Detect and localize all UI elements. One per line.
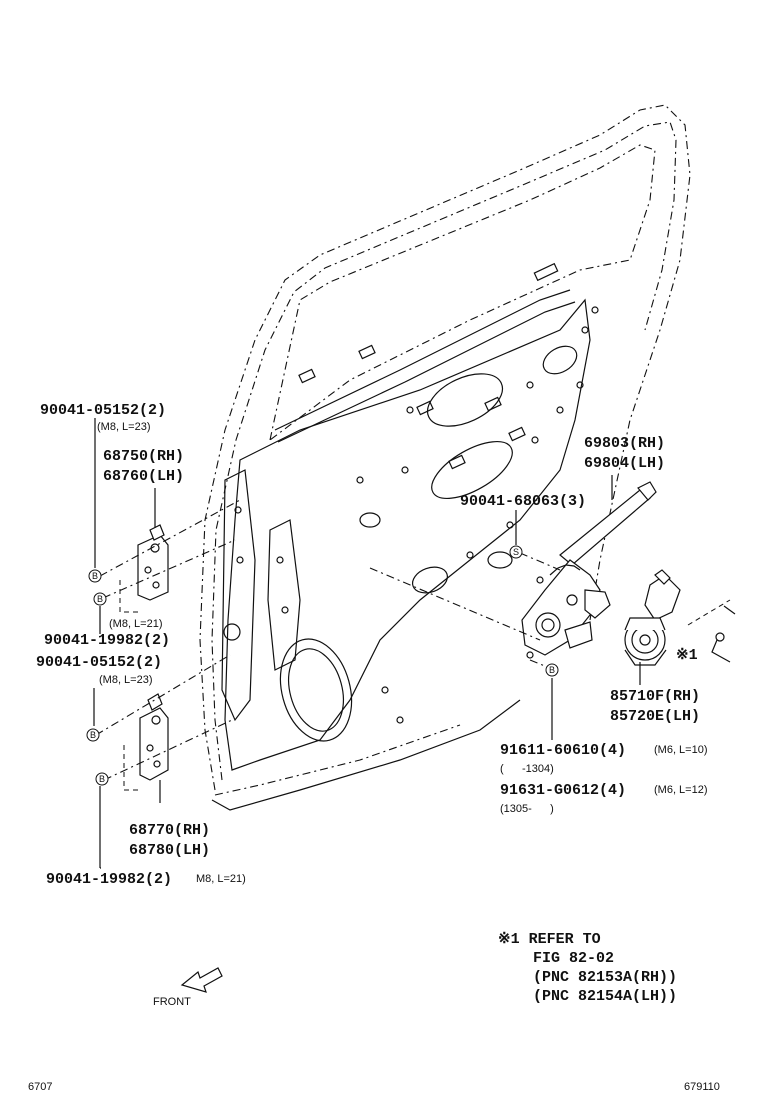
label-motor-rh: 85710F(RH) xyxy=(610,688,700,705)
window-regulator xyxy=(521,481,657,659)
label-bolt-911: 91611-60610(4) xyxy=(500,742,626,759)
code-right: 679110 xyxy=(684,1081,720,1093)
label-motor-lh: 85720E(LH) xyxy=(610,708,700,725)
upper-hinge xyxy=(119,524,169,613)
label-bolt-upper-hinge-spec: (M8, L=23) xyxy=(97,421,151,433)
label-regulator-rh: 69803(RH) xyxy=(584,435,665,452)
label-hinge-lower-lh: 68780(LH) xyxy=(129,842,210,859)
label-regulator-lh: 69804(LH) xyxy=(584,455,665,472)
label-hinge-lower-rh: 68770(RH) xyxy=(129,822,210,839)
svg-text:B: B xyxy=(90,730,96,740)
svg-text:B: B xyxy=(99,774,105,784)
label-screw-upper-spec: (M8, L=21) xyxy=(109,618,163,630)
leader-lines xyxy=(93,418,641,869)
label-hinge-upper-lh: 68760(LH) xyxy=(103,468,184,485)
label-hinge-upper-rh: 68750(RH) xyxy=(103,448,184,465)
code-left: 6707 xyxy=(28,1081,52,1093)
door-panel xyxy=(199,104,691,811)
label-bolt-911-spec: (M6, L=10) xyxy=(654,744,708,756)
connector-wire xyxy=(687,599,736,663)
svg-text:S: S xyxy=(513,547,519,557)
label-ref-mark: ※1 xyxy=(676,647,698,664)
ref-line-4: (PNC 82154A(LH)) xyxy=(533,988,677,1005)
label-bolt-regulator: 90041-68063(3) xyxy=(460,493,586,510)
label-bolt-911-range: ( -1304) xyxy=(500,763,554,775)
label-screw-lower-spec: M8, L=21) xyxy=(196,873,246,885)
label-bolt-lower-hinge: 90041-05152(2) xyxy=(36,654,162,671)
front-arrow-icon xyxy=(180,967,223,993)
label-bolt-916-range: (1305- ) xyxy=(500,803,554,815)
marker-b-1: B xyxy=(88,569,102,583)
svg-text:B: B xyxy=(97,594,103,604)
marker-b-5: B xyxy=(545,663,559,677)
ref-line-3: (PNC 82153A(RH)) xyxy=(533,969,677,986)
marker-b-4: B xyxy=(95,772,109,786)
marker-b-3: B xyxy=(86,728,100,742)
marker-b-2: B xyxy=(93,592,107,606)
ref-line-1: ※1 REFER TO xyxy=(498,931,601,948)
label-front: FRONT xyxy=(153,996,191,1008)
svg-text:B: B xyxy=(92,571,98,581)
lower-hinge xyxy=(123,693,169,791)
label-bolt-916-spec: (M6, L=12) xyxy=(654,784,708,796)
window-motor xyxy=(624,569,681,666)
marker-s: S xyxy=(509,545,523,559)
label-bolt-lower-hinge-spec: (M8, L=23) xyxy=(99,674,153,686)
label-bolt-916: 91631-G0612(4) xyxy=(500,782,626,799)
svg-text:B: B xyxy=(549,665,555,675)
label-screw-lower: 90041-19982(2) xyxy=(46,871,172,888)
label-bolt-upper-hinge: 90041-05152(2) xyxy=(40,402,166,419)
label-screw-upper: 90041-19982(2) xyxy=(44,632,170,649)
ref-line-2: FIG 82-02 xyxy=(533,950,614,967)
